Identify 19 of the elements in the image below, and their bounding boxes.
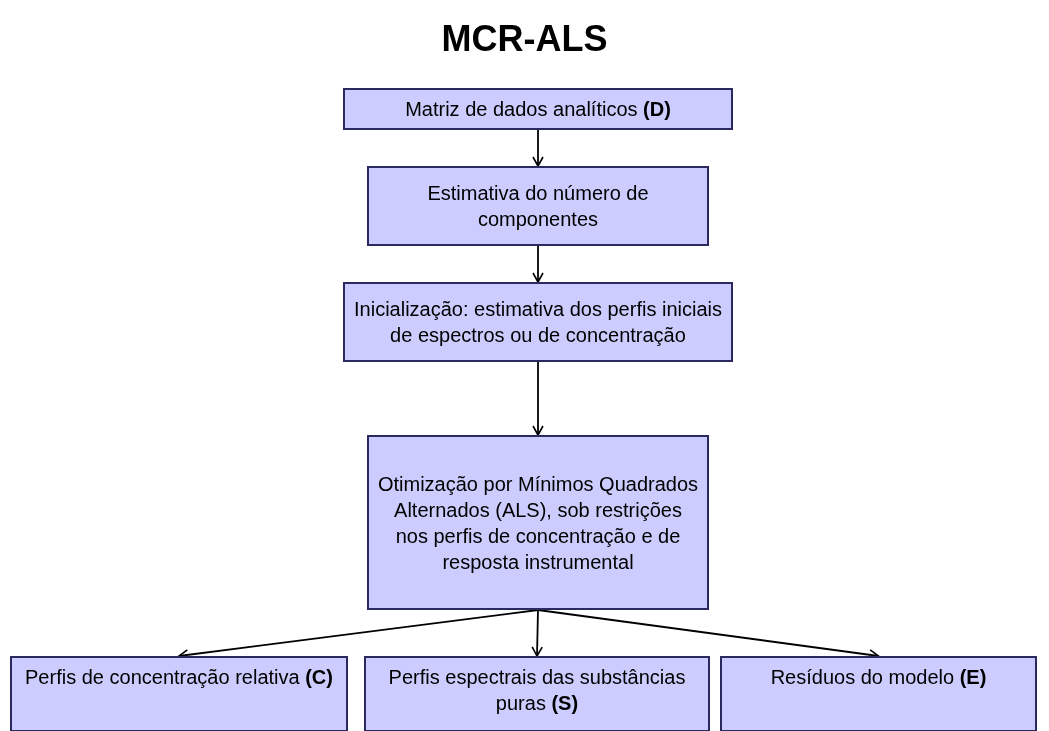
process-box bbox=[720, 656, 1037, 731]
arrow bbox=[532, 245, 544, 283]
arrow bbox=[531, 609, 543, 657]
arrow bbox=[532, 129, 544, 167]
process-box bbox=[364, 656, 710, 731]
box-text: Perfis espectrais das substâncias puras (S) bbox=[387, 665, 687, 716]
box-text: Perfis de concentração relativa (C) bbox=[25, 665, 333, 690]
process-box bbox=[10, 656, 348, 731]
process-box bbox=[343, 282, 733, 362]
box-text: Matriz de dados analíticos (D) bbox=[405, 97, 671, 122]
process-box bbox=[367, 166, 709, 246]
box-text: Resíduos do modelo (E) bbox=[770, 665, 987, 690]
diagram-title: MCR-ALS bbox=[440, 18, 609, 60]
process-box bbox=[367, 435, 709, 610]
arrow bbox=[532, 361, 544, 436]
process-box bbox=[343, 88, 733, 130]
box-text: Estimativa do número de componentes bbox=[426, 181, 650, 232]
box-text: Otimização por Mínimos Quadrados Alternados (ALS), sob restrições nos perfis de concentração e de resposta instrumental bbox=[377, 471, 699, 575]
box-text: Inicialização: estimativa dos perfis iniciais de espectros ou de concentração bbox=[353, 297, 723, 348]
